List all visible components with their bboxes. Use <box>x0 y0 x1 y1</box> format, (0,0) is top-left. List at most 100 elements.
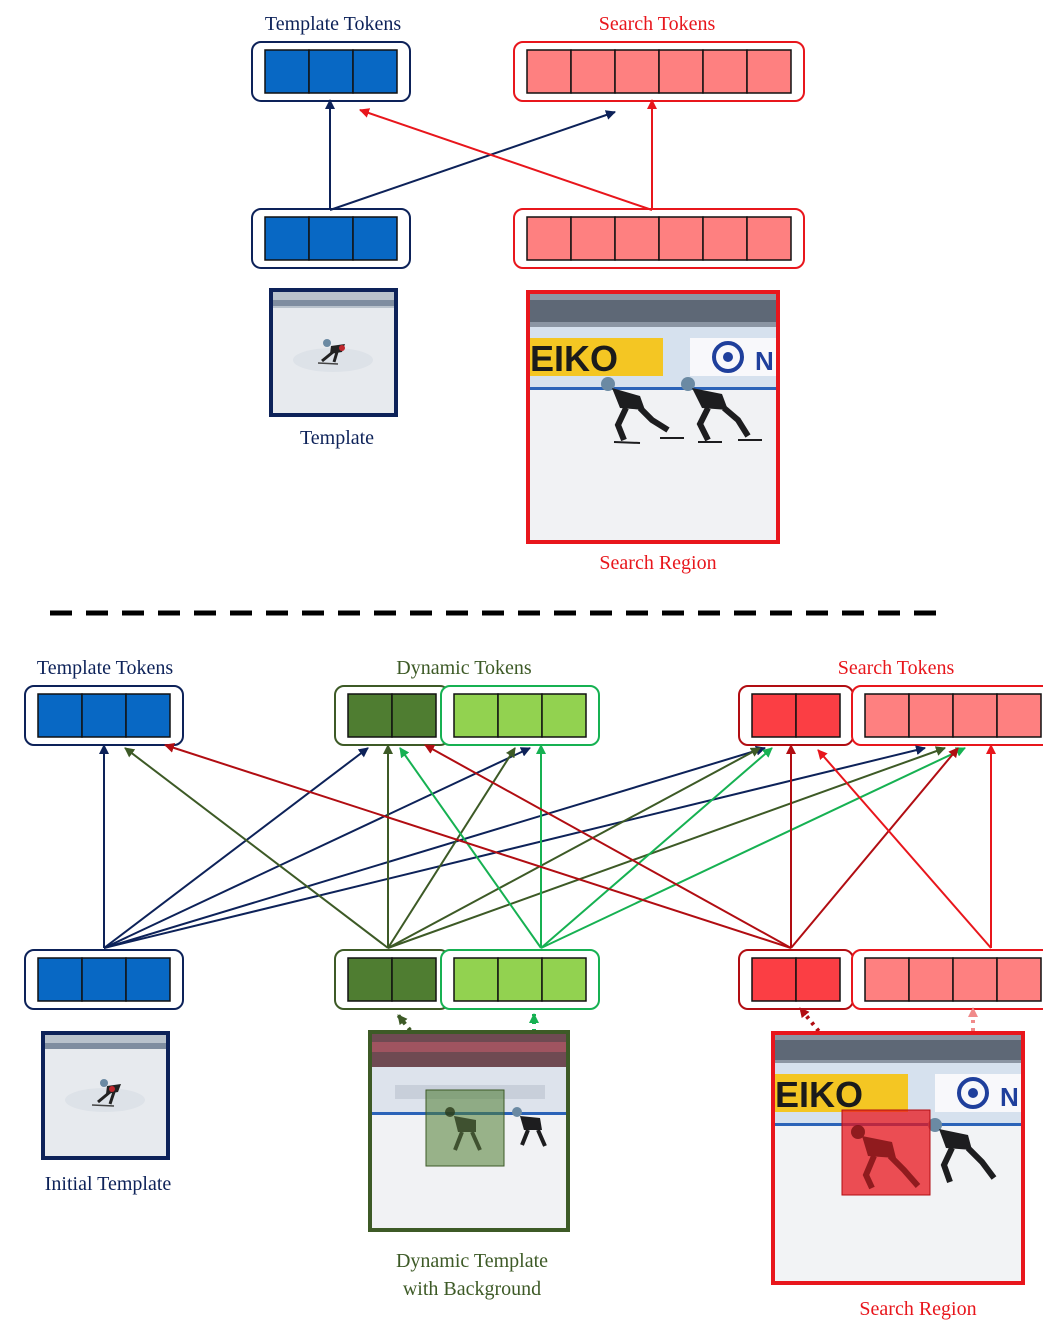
token-cell <box>702 216 748 261</box>
token-cell <box>308 49 354 94</box>
initial-template-image <box>41 1031 170 1160</box>
bottom-search-background-token-group-input <box>851 949 1043 1010</box>
token-cell <box>864 957 910 1002</box>
token-cell <box>81 693 127 738</box>
dynamic-template-image <box>368 1030 570 1232</box>
arrow-searchbg-to-searchtgt <box>817 749 992 949</box>
token-cell <box>952 693 998 738</box>
token-cell <box>908 693 954 738</box>
dynamic-template-label-line2: with Background <box>403 1278 541 1300</box>
banner-text: EIKO <box>530 338 618 379</box>
arrow-template-to-dynamic-fg <box>103 747 369 949</box>
banner-text: EIKO <box>775 1074 863 1115</box>
token-cell <box>264 49 310 94</box>
bottom-attention-arrows <box>99 743 996 949</box>
token-cell <box>391 957 437 1002</box>
token-cell <box>526 216 572 261</box>
top-search-region-image: EIKO N <box>526 290 780 544</box>
token-cell <box>702 49 748 94</box>
token-cell <box>37 693 83 738</box>
token-cell <box>497 957 543 1002</box>
token-cell <box>308 216 354 261</box>
arrow-dynbg-to-search-bg <box>540 747 966 949</box>
top-attention-arrows <box>325 99 657 211</box>
skater-figure-target <box>445 1107 482 1151</box>
skater-figure <box>317 339 345 365</box>
token-cell <box>570 49 616 94</box>
arrow-dynfg-to-template <box>124 747 389 949</box>
token-cell <box>996 693 1042 738</box>
arrow-template-to-search-target <box>103 745 766 949</box>
bottom-search-target-token-group-output <box>738 685 854 746</box>
token-cell <box>264 216 310 261</box>
bottom-dynamic-tokens-label: Dynamic Tokens <box>396 657 532 679</box>
token-cell <box>541 693 587 738</box>
top-template-token-group-input <box>251 208 411 269</box>
skater-figures <box>601 377 762 444</box>
skater-figure <box>91 1079 121 1107</box>
token-cell <box>81 957 127 1002</box>
skater-figure-target <box>851 1125 921 1190</box>
token-cell <box>952 957 998 1002</box>
token-cell <box>751 957 797 1002</box>
token-cell <box>497 693 543 738</box>
top-template-token-group-output <box>251 41 411 102</box>
bottom-section: Template Tokens Dynamic Tokens Search To… <box>24 657 1043 1320</box>
arrow-template-to-search <box>329 110 616 211</box>
svg-text:N: N <box>755 346 774 376</box>
token-cell <box>352 49 398 94</box>
arrow-dynfg-to-dynbg <box>387 747 516 949</box>
token-cell <box>658 216 704 261</box>
bottom-search-region-image: EIKO N <box>771 1031 1025 1285</box>
bottom-dynamic-background-token-group-output <box>440 685 600 746</box>
token-cell <box>391 693 437 738</box>
arrow-searchtgt-to-searchbg <box>790 747 959 949</box>
token-cell <box>541 957 587 1002</box>
bottom-search-target-token-group-input <box>738 949 854 1010</box>
top-template-label: Template <box>300 427 374 449</box>
bottom-template-token-group-output <box>24 685 184 746</box>
token-cell <box>746 216 792 261</box>
skater-figure-background <box>928 1118 997 1183</box>
bottom-dynamic-foreground-token-group-output <box>334 685 450 746</box>
svg-text:N: N <box>1000 1082 1019 1112</box>
arrow-search-to-template <box>359 108 653 211</box>
token-cell <box>125 693 171 738</box>
token-cell <box>347 693 393 738</box>
top-template-tokens-label: Template Tokens <box>265 13 401 35</box>
token-cell <box>453 693 499 738</box>
top-search-token-group-input <box>513 208 805 269</box>
bottom-search-background-token-group-output <box>851 685 1043 746</box>
bottom-search-region-label: Search Region <box>859 1298 976 1320</box>
token-cell <box>347 957 393 1002</box>
arrow-searchtgt-to-dynfg <box>424 744 792 949</box>
token-cell <box>614 216 660 261</box>
token-cell <box>614 49 660 94</box>
arrow-template-to-search-bg <box>103 745 926 949</box>
arrow-dynbg-to-search-target <box>540 747 773 949</box>
top-section: Template Tokens Search Tokens <box>251 13 805 574</box>
arrow-dynfg-to-search-target <box>387 747 761 949</box>
bottom-dynamic-foreground-token-group-input <box>334 949 450 1010</box>
token-cell <box>795 957 841 1002</box>
arrow-searchtgt-to-template <box>164 743 792 949</box>
bottom-dynamic-background-token-group-input <box>440 949 600 1010</box>
arrow-dynbg-to-dynfg <box>399 747 542 949</box>
token-cell <box>352 216 398 261</box>
token-cell <box>751 693 797 738</box>
token-cell <box>996 957 1042 1002</box>
top-search-tokens-label: Search Tokens <box>599 13 716 35</box>
token-cell <box>125 957 171 1002</box>
token-cell <box>795 693 841 738</box>
token-cell <box>746 49 792 94</box>
token-cell <box>864 693 910 738</box>
bottom-search-tokens-label: Search Tokens <box>838 657 955 679</box>
skater-figure-background <box>512 1107 547 1147</box>
initial-template-label: Initial Template <box>45 1173 172 1195</box>
arrow-dynfg-to-search-bg <box>387 746 946 949</box>
bottom-template-token-group-input <box>24 949 184 1010</box>
token-cell <box>570 216 616 261</box>
token-cell <box>526 49 572 94</box>
token-cell <box>453 957 499 1002</box>
